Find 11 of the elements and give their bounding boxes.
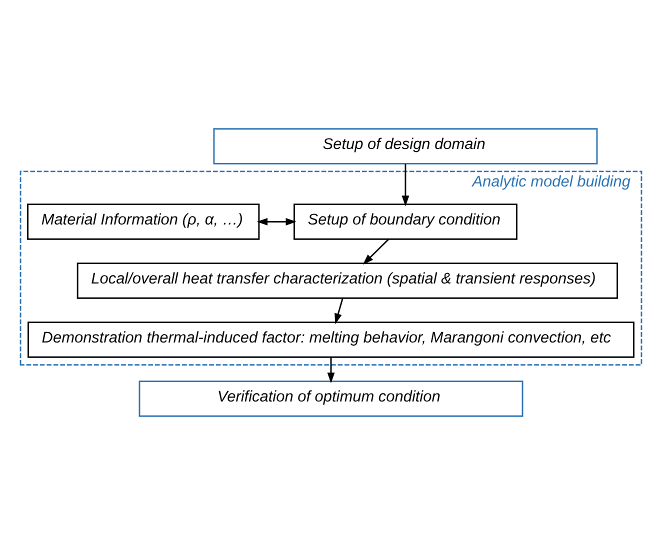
arrow <box>402 163 410 206</box>
arrow <box>334 298 344 324</box>
arrow <box>327 356 335 383</box>
arrow <box>256 218 296 225</box>
node-box: Setup of boundary condition <box>294 203 518 240</box>
node-box: Setup of design domain <box>213 128 598 164</box>
node-box: Material Information (ρ, α, …) <box>27 203 260 240</box>
node-box: Verification of optimum condition <box>138 380 524 416</box>
node-box: Local/overall heat transfer characterization (spatial & transient responses) <box>76 262 618 298</box>
arrow <box>362 238 390 264</box>
node-box: Demonstration thermal-induced factor: melting behavior, Marangoni convection, etc <box>28 321 634 358</box>
